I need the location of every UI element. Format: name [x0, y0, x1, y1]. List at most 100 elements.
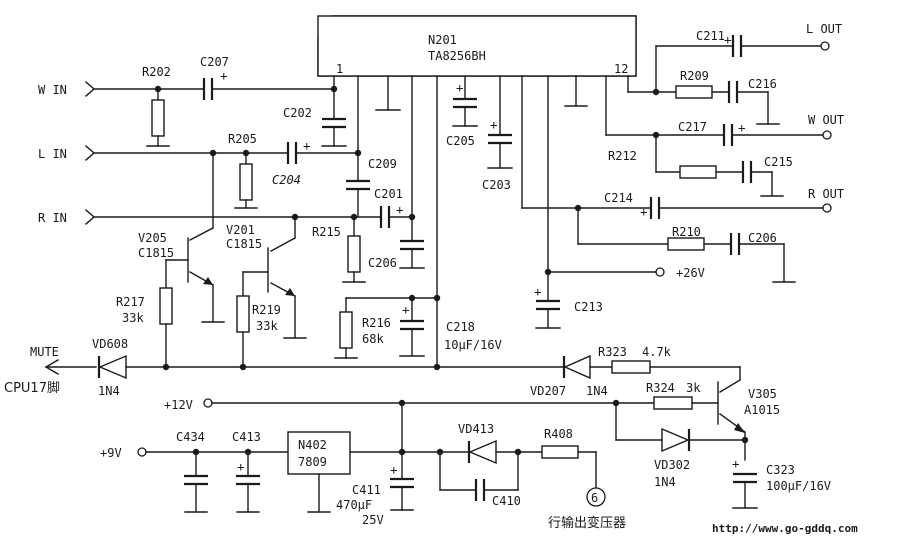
resistor-r210 [667, 237, 705, 251]
c323-label: C323 [766, 463, 795, 477]
resistor-r216 [339, 311, 353, 349]
svg-text:+: + [396, 202, 404, 217]
r-in-arrow [85, 209, 96, 225]
c214-label: C214 [604, 191, 633, 205]
w-in-arrow [85, 81, 96, 97]
ic-pins [333, 75, 629, 368]
c211-label: C211 [696, 29, 725, 43]
v305-part: A1015 [744, 403, 780, 417]
c215-label: C215 [764, 155, 793, 169]
l-out-label: L OUT [806, 22, 842, 36]
ic-part: TA8256BH [428, 49, 486, 63]
v305-label: V305 [748, 387, 777, 401]
svg-text:+: + [732, 456, 740, 471]
resistor-r324 [653, 396, 693, 410]
c218-label: C218 [446, 320, 475, 334]
l-in-arrow [85, 145, 96, 161]
svg-text:+: + [738, 120, 746, 135]
vd302-part: 1N4 [654, 475, 676, 489]
r-in-label: R IN [38, 211, 67, 225]
r324-label: R324 [646, 381, 675, 395]
resistor-r202 [151, 99, 165, 137]
svg-text:+: + [490, 117, 498, 132]
mute-source: CPU17脚 [4, 380, 60, 396]
c202-label: C202 [283, 106, 312, 120]
mute-label: MUTE [30, 345, 59, 359]
r217-label: R217 [116, 295, 145, 309]
r205-label: R205 [228, 132, 257, 146]
vd207-part: 1N4 [586, 384, 608, 398]
r-out-terminal [822, 203, 832, 213]
v205-part: C1815 [138, 246, 174, 260]
w-out-terminal [822, 130, 832, 140]
r219-value: 33k [256, 319, 278, 333]
c323-value: 100μF/16V [766, 479, 831, 493]
r324-value: 3k [686, 381, 701, 395]
diode-vd413 [468, 439, 497, 465]
r-out-label: R OUT [808, 187, 844, 201]
r216-label: R216 [362, 316, 391, 330]
r215-label: R215 [312, 225, 341, 239]
svg-text:+: + [724, 32, 732, 47]
svg-text:+: + [640, 204, 648, 219]
svg-text:+: + [534, 284, 542, 299]
resistor-r217 [159, 287, 173, 325]
r217-value: 33k [122, 311, 144, 325]
resistor-r205 [239, 163, 253, 201]
r212-label: R212 [608, 149, 637, 163]
resistor-r209 [675, 85, 713, 99]
r209-label: R209 [680, 69, 709, 83]
c206a-label: C206 [368, 256, 397, 270]
resistor-r408 [541, 445, 579, 459]
ic-n201-outline [317, 15, 637, 77]
c205-label: C205 [446, 134, 475, 148]
r323-value: 4.7k [642, 345, 672, 359]
flyback-pin-marker [586, 487, 606, 507]
c213-label: C213 [574, 300, 603, 314]
resistor-r212 [679, 165, 717, 179]
c201-label: C201 [374, 187, 403, 201]
svg-text:+: + [402, 302, 410, 317]
v26-terminal [655, 267, 665, 277]
v9-terminal [137, 447, 147, 457]
c410-label: C410 [492, 494, 521, 508]
ic-ref: N201 [428, 33, 457, 47]
c413-label: C413 [232, 430, 261, 444]
watermark: http://www.go-gddq.com [712, 522, 858, 535]
resistor-r215 [347, 235, 361, 273]
c411-value2: 25V [362, 513, 384, 527]
resistor-r323 [611, 360, 651, 374]
diode-vd302 [661, 427, 690, 453]
c216-label: C216 [748, 77, 777, 91]
regulator-part: 7809 [298, 455, 327, 469]
ic-pin1-label: 1 [336, 62, 343, 76]
v12-terminal [203, 398, 213, 408]
flyback-pin: 6 [591, 491, 598, 505]
c411-label: C411 [352, 483, 381, 497]
v205-label: V205 [138, 231, 167, 245]
diode-vd207 [563, 354, 591, 380]
c209-label: C209 [368, 157, 397, 171]
diode-vd608 [98, 354, 127, 380]
r408-label: R408 [544, 427, 573, 441]
v201-part: C1815 [226, 237, 262, 251]
c218-value: 10μF/16V [444, 338, 502, 352]
svg-text:+: + [220, 68, 228, 83]
c434-label: C434 [176, 430, 205, 444]
c207-label: C207 [200, 55, 229, 69]
svg-text:+: + [237, 459, 245, 474]
v9-label: +9V [100, 446, 122, 460]
c204-label: C204 [272, 173, 301, 187]
vd302-label: VD302 [654, 458, 690, 472]
w-in-label: W IN [38, 83, 67, 97]
w-out-label: W OUT [808, 113, 844, 127]
svg-text:+: + [303, 138, 311, 153]
vd608-label: VD608 [92, 337, 128, 351]
c217-label: C217 [678, 120, 707, 134]
v26-label: +26V [676, 266, 705, 280]
l-in-label: L IN [38, 147, 67, 161]
resistor-r219 [236, 295, 250, 333]
c206b-label: C206 [748, 231, 777, 245]
vd207-label: VD207 [530, 384, 566, 398]
